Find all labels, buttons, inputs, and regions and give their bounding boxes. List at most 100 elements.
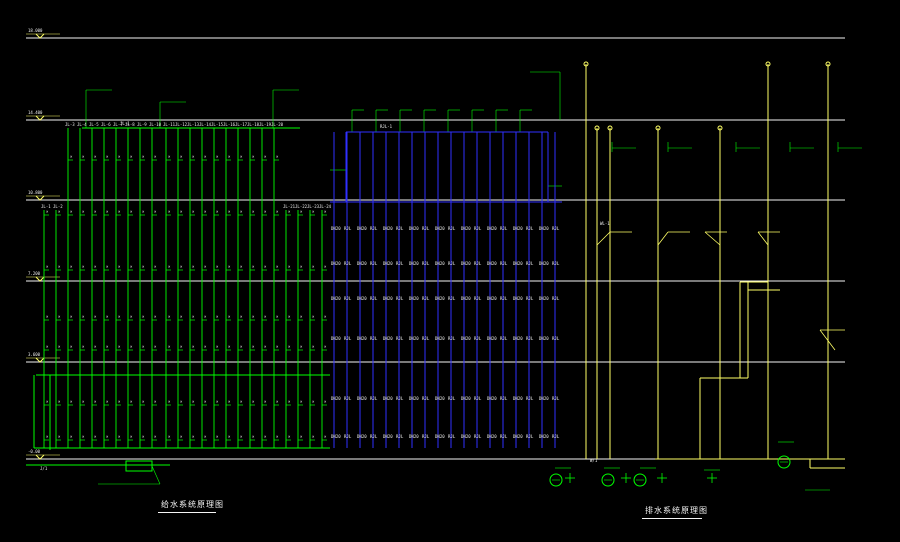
hot-riser-tag: RJL — [526, 434, 534, 439]
hot-riser-tag: RJL — [474, 296, 482, 301]
hot-riser-tag: RJL — [552, 336, 560, 341]
hot-riser-tag: RJL — [474, 434, 482, 439]
hot-riser-tag: RJL — [500, 336, 508, 341]
valve-symbol: × — [324, 209, 327, 214]
hot-riser-tag: RJL — [396, 296, 404, 301]
valve-symbol: × — [240, 154, 243, 159]
hot-riser-tag: RJL — [344, 396, 352, 401]
hot-riser-tag: RJL — [448, 261, 456, 266]
valve-symbol: × — [204, 264, 207, 269]
hot-tag: RJL-1 — [380, 124, 393, 129]
hot-riser-tag: RJL — [370, 296, 378, 301]
hot-riser-tag: RJL — [552, 261, 560, 266]
hot-riser-tag: RJL — [526, 336, 534, 341]
level-triangle-icon — [35, 454, 45, 460]
valve-symbol: × — [228, 264, 231, 269]
hot-riser-tag: RJL — [448, 226, 456, 231]
water-meter-box — [125, 460, 153, 472]
hot-riser-tag: DN20 — [357, 296, 367, 301]
hot-riser-tag: DN20 — [435, 336, 445, 341]
hot-riser-tag: RJL — [422, 434, 430, 439]
valve-symbol: × — [324, 434, 327, 439]
riser-tag: JL-7 — [113, 122, 123, 127]
hot-riser-tag: DN20 — [539, 396, 549, 401]
hot-riser-tag: RJL — [370, 434, 378, 439]
hot-riser-tag: DN20 — [357, 336, 367, 341]
valve-symbol: × — [264, 314, 267, 319]
valve-symbol: × — [118, 264, 121, 269]
valve-symbol: × — [142, 209, 145, 214]
valve-symbol: × — [142, 264, 145, 269]
valve-symbol: × — [240, 434, 243, 439]
riser-tag: JL-1 — [41, 204, 51, 209]
valve-symbol: × — [204, 344, 207, 349]
hot-riser-tag: DN20 — [383, 296, 393, 301]
level-label: 14.400 — [28, 110, 43, 115]
valve-symbol: × — [276, 344, 279, 349]
valve-symbol: × — [180, 434, 183, 439]
valve-symbol: × — [324, 264, 327, 269]
valve-symbol: × — [192, 314, 195, 319]
hot-riser-tag: RJL — [526, 261, 534, 266]
drain-branch — [704, 231, 721, 246]
valve-symbol: × — [70, 154, 73, 159]
level-label: 7.200 — [28, 271, 41, 276]
hot-riser-tag: DN20 — [383, 226, 393, 231]
hot-riser-tag: DN20 — [487, 396, 497, 401]
hot-riser-tag: RJL — [552, 434, 560, 439]
hot-riser-tag: DN20 — [409, 434, 419, 439]
valve-symbol: × — [154, 399, 157, 404]
valve-symbol: × — [276, 264, 279, 269]
valve-symbol: × — [300, 399, 303, 404]
valve-symbol: × — [106, 264, 109, 269]
floor-lines — [26, 33, 845, 460]
valve-symbol: × — [142, 314, 145, 319]
valve-symbol: × — [312, 314, 315, 319]
hot-riser-tag: RJL — [448, 336, 456, 341]
hot-riser-tag: DN20 — [409, 336, 419, 341]
hot-riser-tag: DN20 — [513, 434, 523, 439]
hot-riser-tag: DN20 — [409, 296, 419, 301]
hot-riser-tag: DN20 — [435, 396, 445, 401]
valve-symbol: × — [46, 344, 49, 349]
hot-riser-tag: RJL — [448, 296, 456, 301]
valve-symbol: × — [264, 434, 267, 439]
riser-tag: JL-5 — [89, 122, 99, 127]
hot-riser-tag: RJL — [422, 336, 430, 341]
valve-symbol: × — [276, 154, 279, 159]
valve-symbol: × — [94, 154, 97, 159]
riser-tag: JL-24 — [319, 204, 332, 209]
hot-riser-tag: RJL — [552, 226, 560, 231]
valve-symbol: × — [300, 434, 303, 439]
exit-tag: W/1 — [590, 458, 598, 463]
water-supply-riser-system — [26, 71, 862, 491]
riser-tag: JL-18 — [247, 122, 260, 127]
riser-tag: JL-3 — [65, 122, 75, 127]
hot-riser-tag: DN20 — [487, 261, 497, 266]
drainage-title-underline — [642, 518, 702, 519]
valve-symbol: × — [118, 434, 121, 439]
riser-tag: JL-13 — [187, 122, 200, 127]
hot-riser-tag: RJL — [422, 261, 430, 266]
hot-riser-tag: RJL — [500, 396, 508, 401]
supply-tag: JL-1 — [120, 121, 130, 126]
drain-branch — [657, 231, 669, 246]
valve-symbol: × — [94, 399, 97, 404]
valve-symbol: × — [288, 314, 291, 319]
valve-symbol: × — [168, 314, 171, 319]
valve-symbol: × — [192, 434, 195, 439]
hot-riser-tag: DN20 — [513, 226, 523, 231]
level-label: 18.000 — [28, 28, 43, 33]
valve-symbol: × — [82, 154, 85, 159]
valve-symbol: × — [216, 209, 219, 214]
valve-symbol: × — [180, 154, 183, 159]
hot-riser-tag: DN20 — [331, 434, 341, 439]
valve-symbol: × — [82, 434, 85, 439]
valve-symbol: × — [312, 344, 315, 349]
hot-riser-tag: DN20 — [461, 336, 471, 341]
hot-riser-tag: DN20 — [383, 336, 393, 341]
riser-tag: JL-2 — [53, 204, 63, 209]
drainage-system-title: 排水系统原理图 — [645, 506, 708, 515]
hot-riser-tag: DN20 — [383, 396, 393, 401]
valve-symbol: × — [94, 264, 97, 269]
